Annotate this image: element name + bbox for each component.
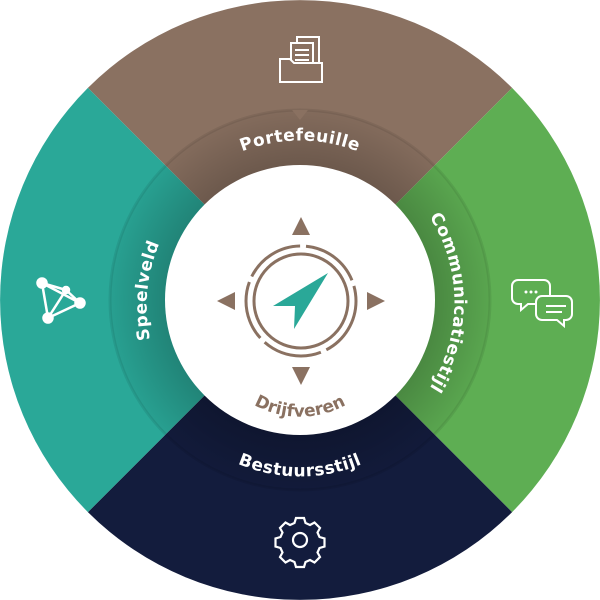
pointer-top <box>292 110 308 120</box>
folder-documents-icon <box>279 36 323 83</box>
chat-bubbles-icon <box>511 279 573 329</box>
compass-icon <box>217 217 385 385</box>
network-icon <box>36 277 86 324</box>
gear-icon <box>274 516 326 569</box>
